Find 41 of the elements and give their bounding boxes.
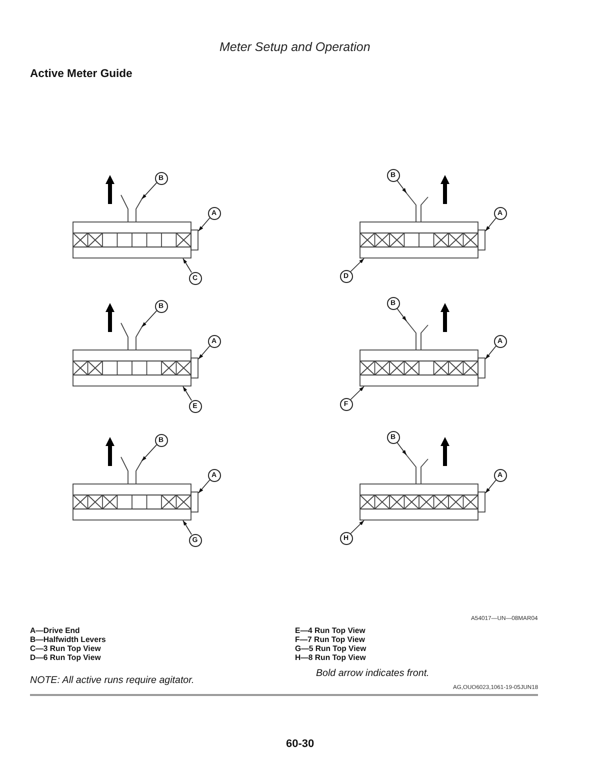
leader-line	[182, 258, 192, 273]
drive-end-tab	[190, 358, 198, 378]
leader-line	[485, 218, 496, 232]
lever-drawing	[404, 318, 428, 350]
meter-body-drawing	[360, 484, 478, 520]
meter-body-drawing	[72, 484, 192, 520]
leader-line	[141, 444, 157, 462]
leader-line	[141, 182, 157, 200]
leader-line	[396, 308, 407, 322]
leader-line	[350, 386, 364, 400]
lever-drawing	[404, 452, 428, 484]
drive-end-tab	[478, 230, 486, 250]
meter-body-drawing	[360, 350, 478, 386]
drive-end-tab	[478, 358, 486, 378]
meter-body-drawing	[72, 350, 192, 386]
leader-line	[396, 180, 407, 194]
page-number: 60-30	[286, 738, 314, 751]
drive-end-tab	[190, 230, 198, 250]
leader-line	[182, 520, 192, 535]
drive-end-tab	[190, 492, 198, 512]
leader-line	[485, 480, 496, 494]
meter-body-drawing	[360, 222, 478, 258]
note-text: NOTE: All active runs require agitator.	[30, 675, 194, 686]
drive-end-tab	[478, 492, 486, 512]
leader-line	[396, 442, 407, 456]
lever-drawing	[120, 194, 144, 222]
lever-drawing	[120, 456, 144, 484]
leader-line	[350, 520, 364, 534]
leader-line	[141, 310, 157, 328]
lever-drawing	[404, 190, 428, 222]
leader-line	[198, 218, 210, 232]
caption-text: Bold arrow indicates front.	[316, 668, 430, 680]
page-title: Active Meter Guide	[30, 68, 132, 81]
meter-body-drawing	[72, 222, 192, 258]
leader-line	[182, 386, 192, 401]
leader-line	[198, 346, 210, 360]
leader-line	[350, 258, 364, 272]
leader-line	[485, 346, 496, 360]
lever-drawing	[120, 322, 144, 350]
running-header: Meter Setup and Operation	[220, 40, 370, 54]
leader-line	[198, 480, 210, 494]
